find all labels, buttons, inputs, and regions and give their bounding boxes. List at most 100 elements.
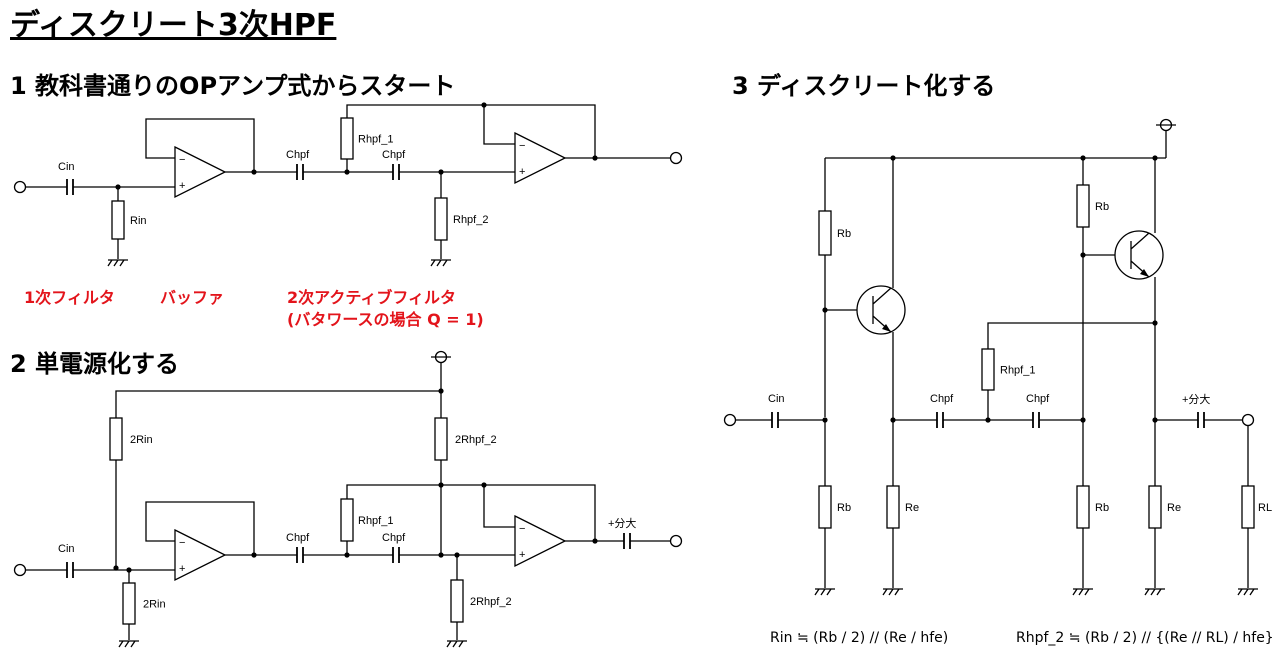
re-resistor-3b-label: Re <box>1167 502 1181 514</box>
buffer-opamp-1-noninverting-input-label: + <box>179 180 185 192</box>
junction-dot <box>438 169 444 175</box>
rb-upper-resistor-3b <box>1076 184 1090 228</box>
rhpf2-resistor-1 <box>434 197 448 241</box>
wire <box>145 118 255 172</box>
chpf-capacitor-1b-label: Chpf <box>382 149 406 161</box>
rb-lower-resistor-3a <box>818 485 832 529</box>
ground-icon <box>882 588 903 596</box>
rb-upper-resistor-3a <box>818 210 832 256</box>
transistor-q2 <box>1114 230 1164 280</box>
bypass-capacitor-3 <box>1197 412 1205 428</box>
2rin-lower-resistor-2-label: 2Rin <box>143 599 166 611</box>
rhpf1-resistor-2 <box>340 498 354 542</box>
2rin-lower-resistor-2 <box>122 582 136 625</box>
junction-dot <box>1152 320 1158 326</box>
junction-dot <box>344 169 350 175</box>
ground-icon <box>430 259 451 267</box>
butterworth-note: (バタワースの場合 Q = 1) <box>287 310 484 329</box>
2rin-upper-resistor-2-label: 2Rin <box>130 434 153 446</box>
rhpf2x2-upper-resistor-2 <box>434 417 448 461</box>
chpf-capacitor-3a-label: Chpf <box>930 393 954 405</box>
re-resistor-3a-label: Re <box>905 502 919 514</box>
chpf-capacitor-1b <box>392 164 400 180</box>
bypass-capacitor-2-label: +分大 <box>608 516 636 530</box>
2rin-upper-resistor-2 <box>109 417 123 461</box>
buffer-label: バッファ <box>160 288 225 307</box>
buffer-opamp-2-noninverting-input-label: + <box>179 563 185 575</box>
terminal <box>723 413 737 427</box>
junction-dot <box>481 482 487 488</box>
ground-icon <box>814 588 835 596</box>
chpf-capacitor-1a <box>296 164 304 180</box>
rl-resistor-3 <box>1241 485 1255 529</box>
junction-dot <box>1080 155 1086 161</box>
wire <box>145 501 255 555</box>
rb-upper-resistor-3b-label: Rb <box>1095 201 1109 213</box>
wire <box>115 390 441 418</box>
filter-opamp-2 <box>514 514 567 568</box>
chpf-capacitor-3a <box>936 412 944 428</box>
terminal <box>13 563 27 577</box>
rhpf1-resistor-3-label: Rhpf_1 <box>1000 365 1035 377</box>
cin-capacitor-1-label: Cin <box>58 161 75 173</box>
cin-capacitor-1 <box>66 179 74 195</box>
junction-dot <box>592 155 598 161</box>
junction-dot <box>438 388 444 394</box>
rhpf2x2-lower-resistor-2 <box>450 579 464 623</box>
rin-resistor-1-label: Rin <box>130 215 147 227</box>
chpf-capacitor-2a <box>296 547 304 563</box>
bypass-capacitor-3-label: +分大 <box>1182 392 1210 406</box>
ground-icon <box>107 259 128 267</box>
second-order-filter-label: 2次アクティブフィルタ <box>287 288 457 307</box>
junction-dot <box>344 552 350 558</box>
rin-formula: Rin ≒ (Rb / 2) // (Re / hfe) <box>770 630 949 646</box>
filter-opamp-1-noninverting-input-label: + <box>519 166 525 178</box>
rhpf2-formula: Rhpf_2 ≒ (Rb / 2) // {(Re // RL) / hfe} <box>1016 630 1274 646</box>
rhpf2-resistor-1-label: Rhpf_2 <box>453 214 488 226</box>
cin-capacitor-3-label: Cin <box>768 393 785 405</box>
ground-icon <box>1144 588 1165 596</box>
junction-dot <box>126 567 132 573</box>
rhpf1-resistor-2-label: Rhpf_1 <box>358 515 393 527</box>
junction-dot <box>438 482 444 488</box>
junction-dot <box>113 565 119 571</box>
junction-dot <box>1152 155 1158 161</box>
cin-capacitor-2 <box>66 562 74 578</box>
section-2-heading: 2 単電源化する <box>10 350 180 378</box>
ground-icon <box>1072 588 1093 596</box>
rb-lower-resistor-3a-label: Rb <box>837 502 851 514</box>
terminal <box>669 151 683 165</box>
chpf-capacitor-3b <box>1032 412 1040 428</box>
junction-dot <box>251 169 257 175</box>
bypass-capacitor-2 <box>623 533 631 549</box>
rb-upper-resistor-3a-label: Rb <box>837 228 851 240</box>
junction-dot <box>115 184 121 190</box>
terminal <box>1241 413 1255 427</box>
re-resistor-3b <box>1148 485 1162 529</box>
buffer-opamp-1-inverting-input-label: − <box>179 154 185 166</box>
cin-capacitor-3 <box>771 412 779 428</box>
wire <box>483 105 515 145</box>
page-title: ディスクリート3次HPF <box>10 8 337 43</box>
transistor-q1 <box>856 285 906 335</box>
wire <box>346 484 596 541</box>
junction-dot <box>822 307 828 313</box>
junction-dot <box>592 538 598 544</box>
buffer-opamp-2 <box>174 528 227 582</box>
chpf-capacitor-2a-label: Chpf <box>286 532 310 544</box>
ground-icon <box>118 640 139 648</box>
rin-resistor-1 <box>111 200 125 240</box>
rb-lower-resistor-3b <box>1076 485 1090 529</box>
junction-dot <box>454 552 460 558</box>
buffer-opamp-1 <box>174 145 227 199</box>
junction-dot <box>481 102 487 108</box>
terminal <box>669 534 683 548</box>
first-order-filter-label: 1次フィルタ <box>24 288 115 307</box>
filter-opamp-2-noninverting-input-label: + <box>519 549 525 561</box>
filter-opamp-2-inverting-input-label: − <box>519 523 525 535</box>
ground-icon <box>446 640 467 648</box>
cin-capacitor-2-label: Cin <box>58 543 75 555</box>
filter-opamp-1-inverting-input-label: − <box>519 140 525 152</box>
rhpf1-resistor-3 <box>981 348 995 391</box>
